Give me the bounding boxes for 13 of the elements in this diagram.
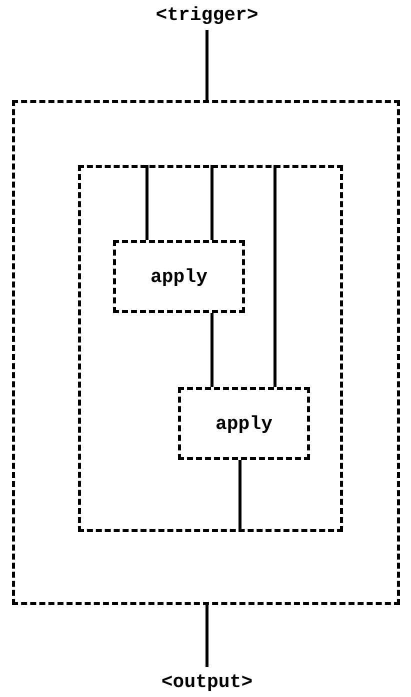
connector-line [238,460,242,532]
connector-line [206,30,208,100]
function-box: apply [113,240,245,313]
connector-line [274,165,276,387]
outer-frame [12,100,400,605]
input-label: <trigger> [147,0,267,30]
inner-frame [78,165,343,532]
connector-line [210,165,214,240]
connector-line [146,165,148,240]
connector-line [210,313,214,387]
connector-line [206,605,208,667]
function-box: apply [178,387,310,460]
output-label: <output> [147,667,267,697]
